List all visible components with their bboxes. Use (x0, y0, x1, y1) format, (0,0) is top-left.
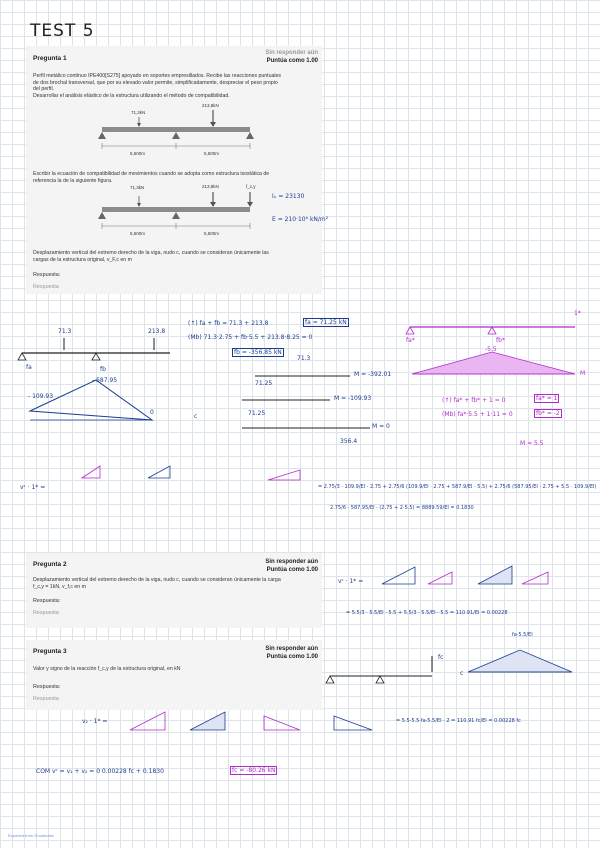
hw-m55: M = 5.5 (520, 440, 544, 447)
hw-eq2: (Mb) 71.3·2.75 + fb·5.5 + 213.8·8.25 = 0 (188, 334, 313, 341)
load-label-1: 71,3kN (131, 110, 146, 115)
hw-load-213: 213.8 (148, 328, 166, 335)
hw-q3-lhs: v₂ · 1* = (82, 718, 108, 725)
question-2-text: Desplazamiento vertical del extremo dere… (33, 577, 281, 590)
question-3-title: Pregunta 3 (33, 648, 67, 655)
hw-pe1: (↑) fa* + fb* + 1 = 0 (442, 397, 506, 404)
hw-v7125: 71.25 (255, 380, 273, 387)
inertia-note: Iₓ = 23130 (272, 193, 305, 200)
q2-answer-input[interactable]: Respuesta (33, 610, 59, 616)
question-3-text: Valor y signo de la reacción f_c,y de la… (33, 666, 181, 672)
load-label-2: 213,8kN (202, 103, 219, 108)
hw-unit-load: 1* (574, 310, 581, 317)
hw-q3-tri: fa·5.5/EI (512, 632, 533, 638)
question-1-card (26, 46, 322, 294)
question-3-status: Sin responder aún Puntúa como 1.00 (265, 646, 318, 660)
q2-answer-label: Respuesta: (33, 598, 61, 604)
hw-fa: fa (26, 364, 32, 371)
question-1-text: Perfil metálico continuo IPE400[S275] ap… (33, 73, 281, 99)
hw-work-lhs: vᶜ · 1* = (20, 484, 46, 491)
fig2-span-label-1: 5,500m (130, 231, 146, 236)
span-label-1: 5,500m (130, 151, 146, 156)
q3-answer-label: Respuesta: (33, 684, 61, 690)
hw-eq1: (↑) fa + fb = 71.3 + 213.8 (188, 320, 269, 327)
hw-eq1-result: fa = 71.25 kN (303, 318, 349, 327)
hw-v713: 71.3 (297, 355, 311, 362)
hw-q2-lhs: vᶜ · 1* = (338, 578, 364, 585)
hw-m3: M = 0 (372, 423, 390, 430)
hw-pe2: (Mb) fa*·5.5 + 1·11 = 0 (442, 411, 513, 418)
hw-compatibility: COM vᶜ = v₁ + v₂ = 0 0.00228 fc + 0.1830 (36, 768, 164, 775)
question-3-card (26, 640, 322, 710)
hw-moment-neg2: - 587.95 (92, 377, 118, 384)
hw-load-71: 71.3 (58, 328, 72, 335)
hw-c: c (194, 413, 198, 420)
span-label-2: 5,500m (204, 151, 220, 156)
hw-fb: fb (100, 366, 106, 373)
hw-q2-eq: = 5.5/3 · 5.5/EI · 5.5 + 5.5/3 · 5.5/EI … (346, 610, 508, 616)
hw-eq2-result: fb = -356.85 kN (232, 348, 284, 357)
hw-fa-star: fa* (406, 337, 415, 344)
hw-m1: M = -392.01 (354, 371, 392, 378)
question-1-status: Sin responder aún Puntúa como 1.00 (265, 50, 318, 64)
hw-pe2-result: fb* = -2 (534, 409, 562, 418)
hw-zero: 0 (150, 409, 154, 416)
hw-result-line1: = 2.75/3 · 109.9/EI · 2.75 + 2.75/6 (109… (318, 484, 597, 490)
hw-q3-eq: = 5.5·5.5·fa·5.5/EI · 2 = 110.91 fc/EI =… (396, 718, 521, 724)
fig2-load-label-3: f_c,y (246, 184, 256, 189)
fig2-span-label-2: 5,500m (204, 231, 220, 236)
question-1-title: Pregunta 1 (33, 55, 67, 62)
page-title: TEST 5 (30, 21, 95, 41)
question-2-title: Pregunta 2 (33, 561, 67, 568)
hw-m2: M = -109.93 (334, 395, 372, 402)
export-footer: Exported from Goodnotes (8, 833, 54, 838)
hw-result-line2: 2.75/6 · 587.95/EI · (2.75 + 2·5.5) = 88… (330, 505, 474, 511)
modulus-note: E = 210·10⁶ kN/m² (272, 216, 329, 223)
q3-answer-input[interactable]: Respuesta (33, 696, 59, 702)
compatibility-text: Escribir la ecuación de compatibilidad d… (33, 171, 270, 184)
hw-q3-c: c (460, 670, 464, 677)
hw-q3-fc: fc (438, 654, 444, 661)
question-2-status: Sin responder aún Puntúa como 1.00 (265, 559, 318, 573)
hw-val-55: -5.5 (485, 346, 497, 353)
hw-pe1-result: fa* = 1 (534, 394, 560, 403)
hw-fb-star: fb* (496, 337, 505, 344)
hw-v356: 356.4 (340, 438, 358, 445)
hw-m-label: M (580, 370, 586, 377)
hw-q3-result: fc = -80.26 kN (230, 766, 278, 775)
fig2-load-label-1: 71,3kN (130, 185, 145, 190)
q1-answer-label: Respuesta: (33, 272, 61, 278)
q1-answer-input[interactable]: Respuesta (33, 284, 59, 290)
hw-moment-neg1: - 109.93 (28, 393, 54, 400)
hw-v7125b: 71.25 (248, 410, 266, 417)
question-2-card (26, 553, 322, 628)
displacement-text: Desplazamiento vertical del extremo dere… (33, 250, 269, 263)
fig2-load-label-2: 213,8kN (202, 184, 219, 189)
